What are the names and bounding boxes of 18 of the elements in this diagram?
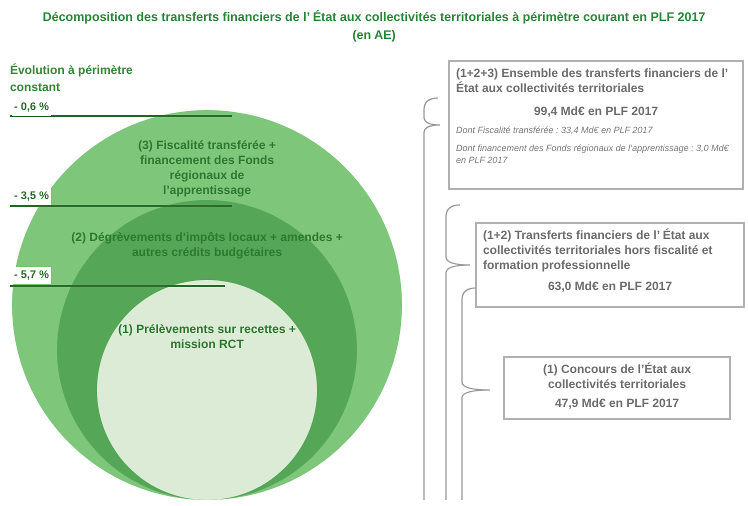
- box-heading: (1+2) Transferts financiers de l’ État aux collectivités territoriales hors fiscalité et formation professionnelle: [483, 228, 714, 273]
- percentage-label: - 0,6 %: [12, 99, 51, 116]
- box-text: 99,4 Md€ en PLF 2017: [532, 103, 660, 120]
- summary-box: [448, 60, 744, 190]
- box-text: Dont financement des Fonds régionaux de l’apprentissage : 3,0 Md€ en PLF 2017: [456, 142, 730, 166]
- diagram-title: Décomposition des transferts financiers de l’ État aux collectivités territoriales à périmètre courant en PLF 2017 (en AE): [42, 8, 706, 44]
- circle-label: (3) Fiscalité transférée + financement des Fonds régionaux de l’apprentissage: [137, 138, 277, 198]
- circle-label: (1) Prélèvements sur recettes + mission RCT: [117, 322, 297, 352]
- summary-box: [503, 356, 731, 420]
- axis-heading: Évolution à périmètre constant: [10, 62, 134, 96]
- percentage-label: - 5,7 %: [12, 267, 51, 284]
- percentage-label: - 3,5 %: [12, 188, 51, 204]
- box-heading: (1) Concours de l’État aux collectivités territoriales: [542, 362, 692, 392]
- box-text: 63,0 Md€ en PLF 2017: [546, 278, 674, 295]
- box-heading: (1+2+3) Ensemble des transferts financiers de l’ État aux collectivités territoriales: [456, 66, 728, 96]
- box-text: Dont Fiscalité transférée : 33,4 Md€ en PLF 2017: [456, 124, 654, 137]
- summary-box: [475, 222, 745, 308]
- box-text: 47,9 Md€ en PLF 2017: [554, 395, 680, 412]
